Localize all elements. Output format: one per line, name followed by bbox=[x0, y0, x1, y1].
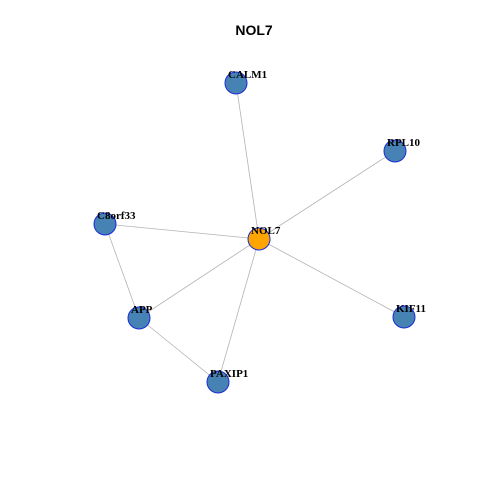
edge-nol7-app bbox=[138, 238, 260, 319]
node-label-rpl10: RPL10 bbox=[387, 137, 421, 149]
node-label-c8orf33: C8orf33 bbox=[97, 210, 136, 222]
edge-nol7-rpl10 bbox=[258, 150, 396, 240]
node-label-calm1: CALM1 bbox=[228, 69, 267, 81]
node-kif11 bbox=[392, 305, 416, 329]
node-calm1 bbox=[224, 71, 248, 95]
graph-title: NOL7 bbox=[235, 22, 273, 38]
edge-app-paxip1 bbox=[138, 317, 219, 383]
node-label-paxip1: PAXIP1 bbox=[210, 368, 248, 380]
edge-nol7-kif11 bbox=[258, 238, 405, 318]
node-label-app: APP bbox=[131, 304, 153, 316]
node-label-kif11: KIF11 bbox=[396, 303, 426, 315]
edge-nol7-calm1 bbox=[235, 82, 260, 240]
node-label-nol7: NOL7 bbox=[251, 225, 281, 237]
node-rpl10 bbox=[383, 139, 407, 163]
node-layer bbox=[93, 71, 416, 394]
edge-nol7-paxip1 bbox=[217, 238, 260, 383]
edge-nol7-c8orf33 bbox=[104, 223, 260, 240]
node-nol7 bbox=[247, 227, 271, 251]
node-paxip1 bbox=[206, 370, 230, 394]
edge-layer bbox=[104, 82, 405, 383]
node-app bbox=[127, 306, 151, 330]
edge-c8orf33-app bbox=[104, 223, 140, 319]
node-c8orf33 bbox=[93, 212, 117, 236]
